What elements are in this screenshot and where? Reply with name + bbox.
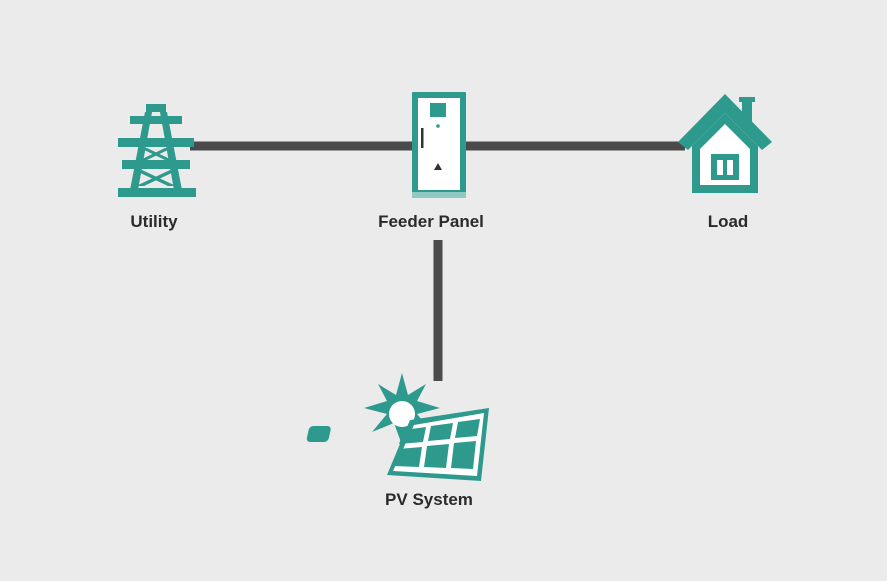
label-pv-system: PV System bbox=[385, 490, 473, 509]
solar-panel-sun-icon bbox=[306, 373, 489, 481]
label-utility: Utility bbox=[130, 212, 178, 231]
feeder-panel-icon bbox=[412, 92, 466, 198]
label-load: Load bbox=[707, 212, 749, 231]
connections bbox=[190, 141, 685, 381]
transmission-tower-icon bbox=[118, 104, 196, 197]
label-feeder-panel: Feeder Panel bbox=[378, 212, 484, 231]
solar-panel-icon bbox=[306, 408, 489, 481]
house-icon bbox=[678, 94, 772, 193]
